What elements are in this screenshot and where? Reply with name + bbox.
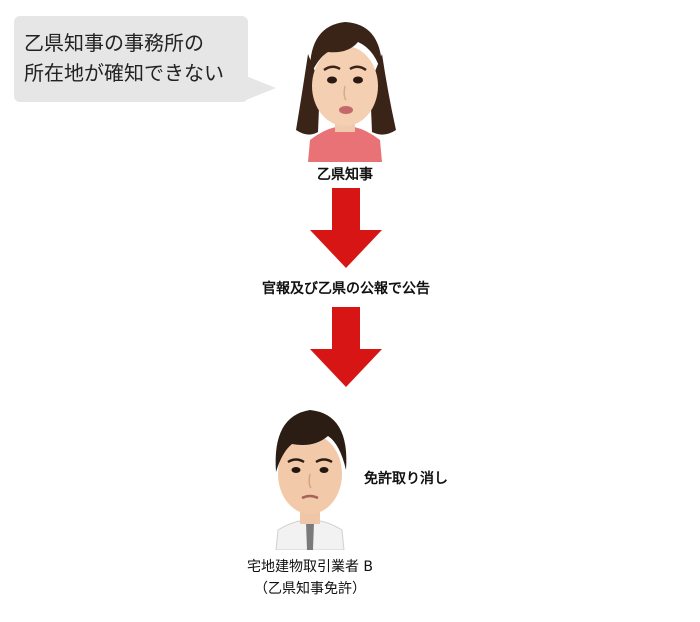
dealer-avatar-icon <box>275 410 347 550</box>
dealer-label: 宅地建物取引業者 B <box>246 559 374 575</box>
action-label: 免許取り消し <box>364 471 448 487</box>
step-label: 官報及び乙県の公報で公告 <box>262 281 430 297</box>
speech-bubble-tail <box>246 76 276 100</box>
dealer-sublabel: （乙県知事免許） <box>254 581 366 597</box>
governor-label: 乙県知事 <box>317 167 373 183</box>
down-arrow-icon <box>310 307 382 387</box>
down-arrow-icon <box>310 188 382 268</box>
speech-bubble-text: 乙県知事の事務所の 所在地が確知できない <box>24 31 224 85</box>
speech-bubble: 乙県知事の事務所の 所在地が確知できない <box>14 16 248 102</box>
governor-avatar-icon <box>296 22 396 162</box>
